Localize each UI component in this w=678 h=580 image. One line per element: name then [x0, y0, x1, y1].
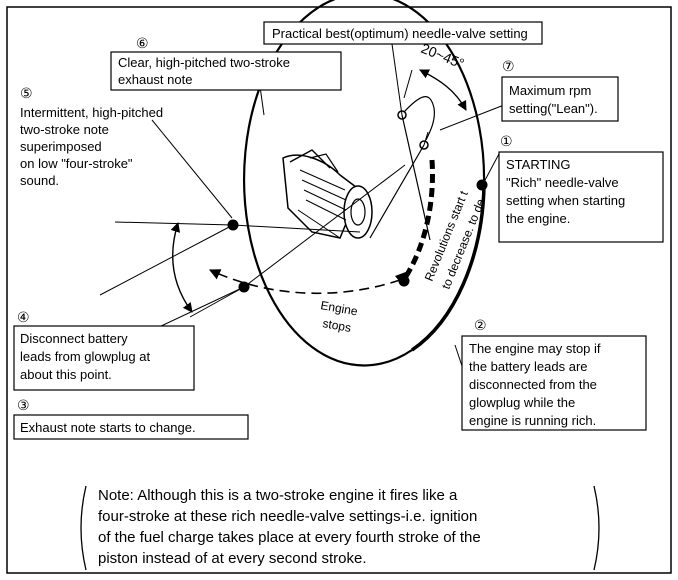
marker-5: ⑤	[20, 86, 33, 102]
engine-stop-line-4: glowplug while the	[469, 395, 575, 410]
rich-setting-arc	[411, 185, 486, 352]
max-rpm-line-1: Maximum rpm	[509, 83, 591, 98]
angle-arrow	[419, 69, 467, 111]
clear-note-line-2: exhaust note	[118, 72, 192, 87]
marker-7: ⑦	[502, 59, 515, 75]
note-line-4: piston instead of at every second stroke…	[98, 550, 366, 567]
disconnect-leader	[99, 224, 234, 296]
intermittent-line-3: superimposed	[20, 139, 102, 154]
angle-right-ray	[439, 104, 505, 131]
note-line-2: four-stroke at these rich needle-valve s…	[98, 508, 477, 525]
engine-stop-leader	[454, 344, 463, 367]
starting-line-1: STARTING	[506, 157, 571, 172]
starting-leader	[482, 151, 501, 185]
practical-best-label: Practical best(optimum) needle-valve set…	[272, 26, 528, 41]
note-line-3: of the fuel charge takes place at every …	[98, 529, 481, 546]
intermittent-line-2: two-stroke note	[20, 122, 109, 137]
angle-loop	[403, 96, 435, 141]
note-right-bracket	[593, 485, 600, 571]
engine-stop-line-2: the battery leads are	[469, 359, 588, 374]
marker-4: ④	[17, 310, 30, 326]
engine-stop-line-5: engine is running rich.	[469, 413, 596, 428]
disconnect-line-3: about this point.	[20, 367, 112, 382]
angle-left-ray	[403, 69, 413, 99]
disconnect-line-1: Disconnect battery	[20, 331, 128, 346]
disconnect-line-2: leads from glowplug at	[20, 349, 150, 364]
starting-line-2: "Rich" needle-valve	[506, 175, 619, 190]
disconnect-line-inner	[232, 224, 361, 233]
clear-note-box	[110, 51, 342, 91]
practical-best-box	[263, 21, 543, 45]
engine-stops-arrow	[208, 269, 401, 295]
max-rpm-leader	[423, 131, 429, 146]
engine-illustration	[282, 149, 373, 239]
engine-stops-line-2: stops	[321, 316, 352, 335]
starting-box	[498, 151, 664, 243]
exhaust-change-line-inner	[243, 164, 406, 288]
optimum-needle-line	[401, 114, 431, 241]
starting-line-4: the engine.	[506, 211, 570, 226]
exhaust-change-label: Exhaust note starts to change.	[20, 420, 196, 435]
max-rpm-line-2: setting("Lean").	[509, 101, 598, 116]
angle-label: 20~45°	[419, 40, 467, 72]
marker-6: ⑥	[136, 36, 149, 52]
disconnect-box	[13, 325, 195, 391]
clear-note-line-1: Clear, high-pitched two-stroke	[118, 55, 290, 70]
engine-stop-line-3: disconnected from the	[469, 377, 597, 392]
marker-3: ③	[17, 398, 30, 414]
starting-line-3: setting when starting	[506, 193, 625, 208]
engine-stop-box	[461, 335, 647, 431]
note-left-bracket	[80, 485, 87, 571]
disconnect-line	[114, 221, 234, 226]
max-rpm-needle-line	[369, 144, 425, 239]
disconnect-range-arrow	[170, 222, 193, 313]
exhaust-change-line-outer	[189, 286, 245, 318]
max-rpm-box	[501, 76, 619, 122]
intermittent-leader	[151, 119, 233, 219]
engine-stop-point	[398, 275, 410, 287]
revolutions-decrease-arc	[402, 159, 435, 280]
marker-1: ①	[500, 134, 513, 150]
engine-stops-line-1: Engine	[319, 298, 359, 318]
marker-2: ②	[474, 318, 487, 334]
starting-point	[476, 179, 488, 191]
intermittent-line-5: sound.	[20, 173, 59, 188]
intermittent-line-1: Intermittent, high-pitched	[20, 105, 163, 120]
exhaust-change-box	[13, 414, 249, 440]
note-line-1: Note: Although this is a two-stroke engi…	[98, 487, 458, 504]
intermittent-line-4: on low "four-stroke"	[20, 156, 133, 171]
outer-frame	[6, 6, 672, 574]
engine-stop-line-1: The engine may stop if	[469, 341, 601, 356]
optimum-leader	[391, 43, 403, 116]
